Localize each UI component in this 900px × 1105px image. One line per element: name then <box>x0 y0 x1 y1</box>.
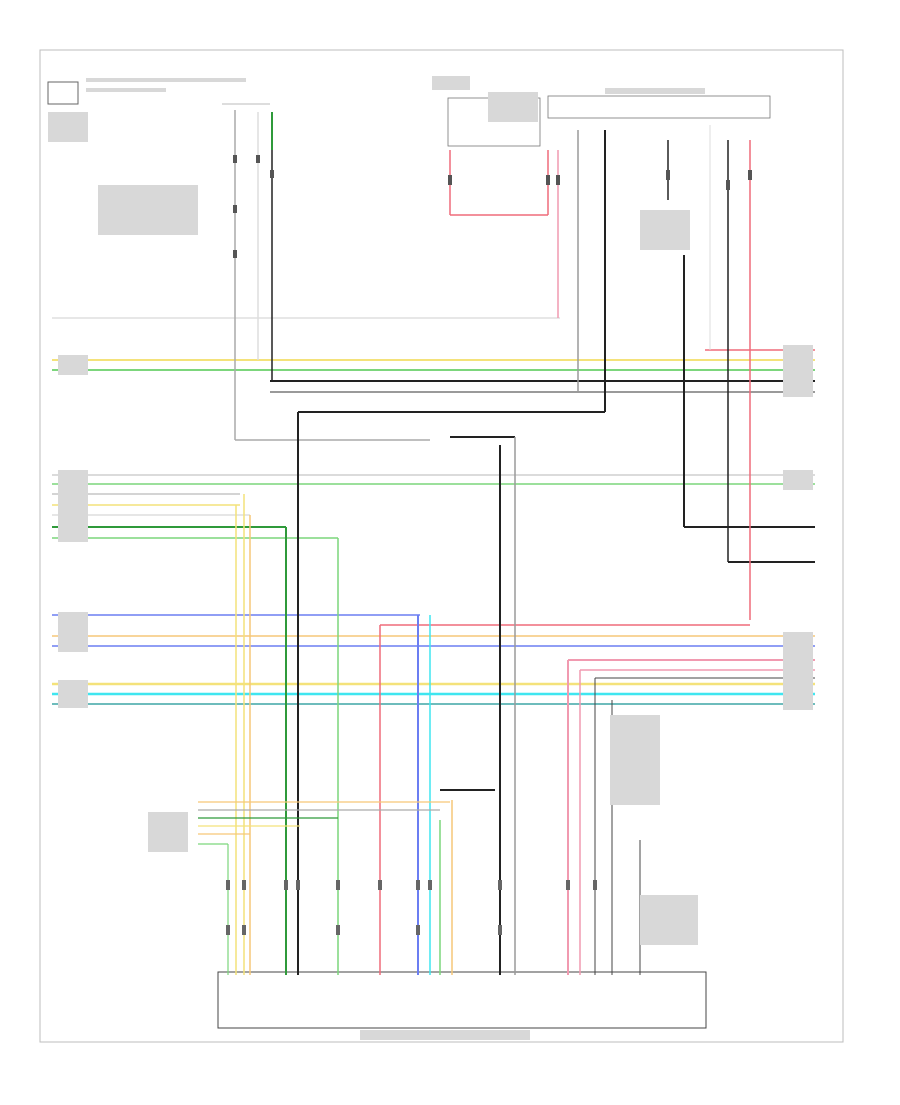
diagram-border <box>39 49 844 1043</box>
label-block <box>58 355 88 375</box>
label-block <box>58 612 88 652</box>
marker <box>233 155 237 163</box>
pin-mark <box>416 925 420 935</box>
label-block <box>58 680 88 708</box>
pin-mark <box>498 925 502 935</box>
ground-component-box <box>47 81 79 105</box>
label-bar <box>86 88 166 92</box>
label-placeholders <box>48 76 813 1040</box>
label-block <box>488 92 538 122</box>
pin-mark <box>593 880 597 890</box>
marker <box>546 175 550 185</box>
pin-mark <box>566 880 570 890</box>
pin-mark <box>336 925 340 935</box>
legend-block <box>98 185 198 235</box>
label-bar <box>86 78 246 82</box>
pin-mark <box>284 880 288 890</box>
label-block <box>783 470 813 490</box>
marker <box>270 170 274 178</box>
pin-mark <box>336 880 340 890</box>
wire-markers <box>233 155 752 258</box>
marker <box>666 170 670 180</box>
marker <box>726 180 730 190</box>
label-block <box>610 715 660 805</box>
marker <box>256 155 260 163</box>
pin-mark <box>226 925 230 935</box>
marker <box>448 175 452 185</box>
label-block <box>58 470 88 542</box>
label-block <box>48 112 88 142</box>
label-block <box>783 345 813 397</box>
label-block <box>783 632 813 710</box>
label-block <box>640 210 690 250</box>
connector-pins <box>226 880 597 935</box>
left-connector-fan <box>198 801 450 975</box>
marker <box>233 250 237 258</box>
pin-mark <box>498 880 502 890</box>
pin-mark <box>416 880 420 890</box>
marker <box>748 170 752 180</box>
horizontal-wires <box>52 317 815 705</box>
label-bar <box>605 88 705 94</box>
label-block <box>640 895 698 945</box>
pin-mark <box>378 880 382 890</box>
marker <box>556 175 560 185</box>
pin-mark <box>428 880 432 890</box>
pin-mark <box>242 880 246 890</box>
marker <box>233 205 237 213</box>
bottom-module-box <box>217 971 707 1029</box>
label-bar <box>360 1030 530 1040</box>
pin-mark <box>242 925 246 935</box>
top-right-module-box <box>547 95 771 119</box>
label-block <box>432 76 470 90</box>
pin-mark <box>296 880 300 890</box>
pin-mark <box>226 880 230 890</box>
label-block <box>148 812 188 852</box>
